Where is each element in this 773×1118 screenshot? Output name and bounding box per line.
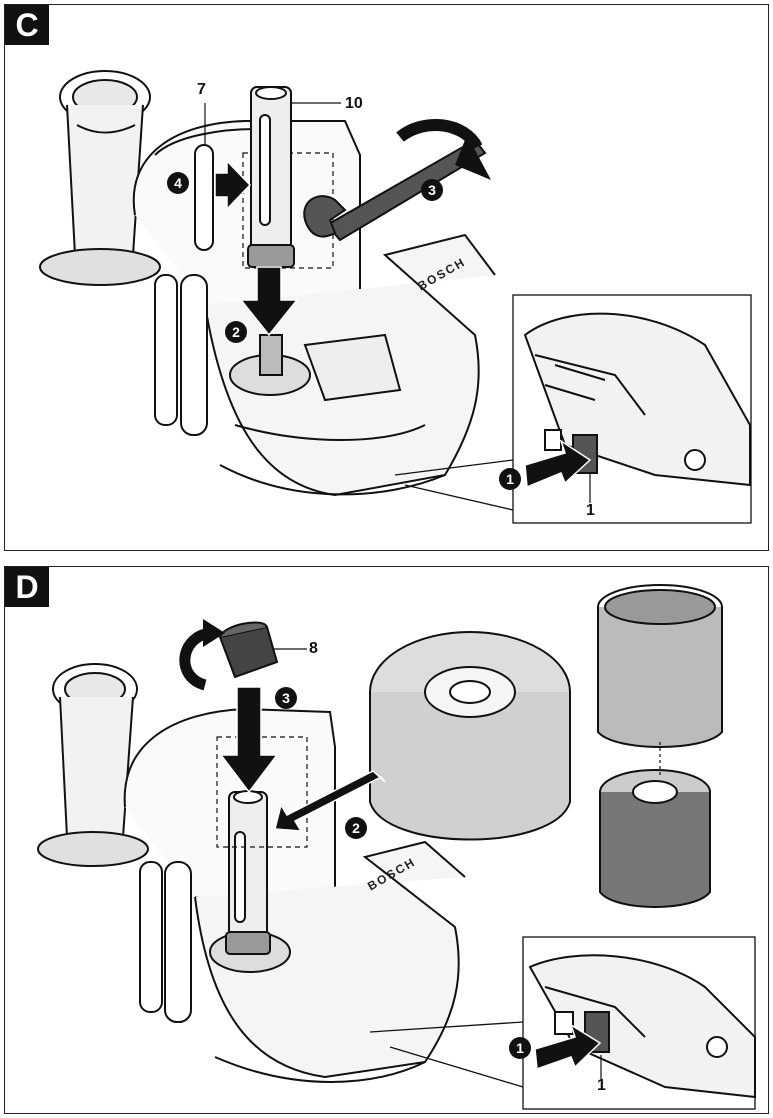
step-badge-2: 2 — [345, 817, 367, 839]
figure-panel-d: D — [4, 566, 769, 1114]
figure-panel-c: C — [4, 4, 769, 551]
callout-spindle-10: 10 — [345, 95, 363, 112]
step-badge-3: 3 — [275, 687, 297, 709]
callout-key-7: 7 — [197, 81, 206, 98]
callout-lock-button-1: 1 — [597, 1077, 606, 1094]
illustration-c — [39, 70, 752, 524]
step-badge-4: 4 — [167, 172, 189, 194]
step-badge-1: 1 — [499, 468, 521, 490]
panel-letter-d: D — [5, 567, 49, 607]
step-badge-3: 3 — [421, 179, 443, 201]
callout-nut-8: 8 — [309, 640, 318, 657]
step-badge-2: 2 — [225, 321, 247, 343]
panel-letter-c: C — [5, 5, 49, 45]
callout-lock-button-1: 1 — [586, 502, 595, 519]
step-badge-1: 1 — [509, 1037, 531, 1059]
illustration-d — [37, 584, 756, 1110]
